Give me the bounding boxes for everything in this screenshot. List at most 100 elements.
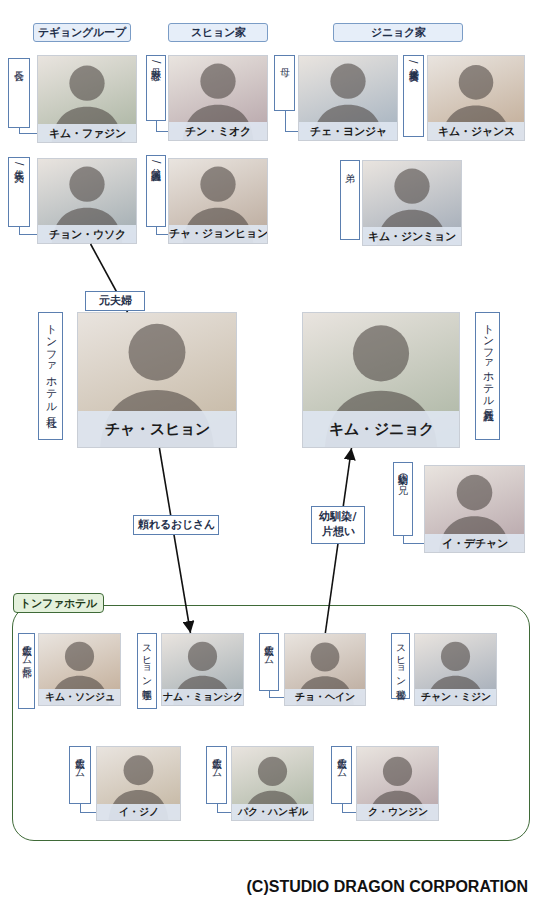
name-strip: チョン・ウソク	[38, 225, 136, 243]
character-card: 代表/元夫チョン・ウソク	[8, 157, 137, 244]
character-card: 広報チームク・ウンジン	[331, 746, 439, 821]
portrait-photo: チャ・スヒョン	[77, 312, 237, 448]
character-name: チン・ミオク	[185, 124, 251, 139]
silhouette-head	[124, 755, 154, 785]
name-strip: チン・ミオク	[169, 122, 267, 140]
character-card: 幼馴染の兄イ・デチャン	[393, 462, 525, 553]
role-leader-line	[80, 804, 96, 813]
header-text: スヒョン家	[191, 25, 246, 40]
role-label: トンファホテル社長	[38, 312, 63, 440]
role-leader-line	[217, 804, 232, 813]
silhouette-head	[69, 66, 104, 101]
portrait-photo: キム・ジンミョン	[362, 160, 462, 246]
portrait-photo: チョ・ヘイン	[284, 633, 366, 706]
name-strip: チェ・ヨンジャ	[299, 122, 397, 140]
group-tab-label: トンファホテル	[13, 593, 104, 613]
character-name: イ・デチャン	[442, 536, 508, 551]
name-strip: キム・ソンジュ	[39, 689, 120, 705]
role-leader-line	[19, 227, 37, 235]
character-card: 父/国会議員チャ・ジョンヒョン	[146, 155, 268, 244]
portrait-photo: チェ・ヨンジャ	[298, 55, 398, 141]
name-strip: ナム・ミョンシク	[162, 689, 243, 705]
character-card: 広報チーム部長キム・ソンジュ	[18, 633, 121, 709]
name-strip: パク・ハンギル	[232, 804, 313, 820]
name-strip: イ・ジノ	[97, 804, 180, 820]
relation-connector	[91, 244, 128, 312]
character-name: チャ・ジョンヒョン	[169, 227, 268, 241]
silhouette-head	[441, 642, 470, 671]
portrait-photo: キム・ジャンス	[427, 55, 525, 141]
portrait-photo: ナム・ミョンシク	[161, 633, 244, 706]
character-card: スヒョン運転手ナム・ミョンシク	[137, 633, 244, 709]
role-label: 母/野心家	[146, 55, 166, 121]
name-strip: チャ・スヒョン	[78, 411, 236, 447]
silhouette-head	[65, 642, 94, 671]
role-label: スヒョン秘書	[391, 633, 410, 699]
name-strip: キム・ジニョク	[303, 411, 459, 447]
portrait-photo: キム・ファジン	[37, 55, 137, 143]
header-text: テギョングループ	[38, 25, 126, 40]
character-card: 母チェ・ヨンジャ	[274, 55, 398, 141]
character-card: 父/果実店経営キム・ジャンス	[403, 55, 525, 141]
role-label: 会長	[8, 58, 30, 128]
silhouette-head	[129, 324, 186, 381]
role-label: 母	[274, 55, 295, 111]
silhouette-head	[258, 757, 287, 786]
role-label: 幼馴染の兄	[393, 462, 413, 536]
name-strip: イ・デチャン	[425, 534, 524, 552]
character-name: キム・ソンジュ	[45, 690, 115, 704]
character-name: キム・ジャンス	[438, 124, 515, 139]
role-label: 広報チーム部長	[18, 633, 35, 709]
name-strip: チョ・ヘイン	[285, 689, 365, 705]
portrait-photo: チャ・ジョンヒョン	[168, 158, 268, 244]
character-card: 広報チームパク・ハンギル	[206, 746, 314, 821]
role-label: 広報チーム	[259, 633, 279, 691]
role-label: 代表/元夫	[8, 157, 30, 227]
silhouette-head	[69, 167, 104, 202]
character-card: スヒョン秘書チャン・ミジン	[391, 633, 497, 706]
name-strip: チャ・ジョンヒョン	[169, 225, 267, 243]
portrait-photo: ク・ウンジン	[356, 746, 439, 821]
relation-connector	[325, 448, 351, 633]
relation-label: 元夫婦	[85, 291, 145, 311]
character-name: チャン・ミジン	[421, 690, 491, 704]
character-name: チョ・ヘイン	[295, 690, 355, 704]
role-label: 父/果実店経営	[403, 55, 424, 137]
role-leader-line	[285, 111, 299, 132]
character-name: キム・ファジン	[49, 126, 126, 141]
silhouette-head	[383, 757, 412, 786]
role-label: スヒョン運転手	[137, 633, 157, 709]
character-name: キム・ジンミョン	[368, 229, 456, 244]
portrait-photo: イ・デチャン	[424, 465, 525, 553]
silhouette-head	[200, 167, 235, 202]
character-name: パク・ハンギル	[238, 805, 308, 819]
role-label: 父/国会議員	[146, 155, 166, 227]
relation-label: 幼馴染/片想い	[311, 506, 365, 544]
character-name: チャ・スヒョン	[105, 420, 210, 439]
copyright-note: (C)STUDIO DRAGON CORPORATION	[247, 878, 528, 896]
group-header-box: テギョングループ	[33, 23, 131, 42]
silhouette-head	[394, 169, 429, 204]
character-name: ク・ウンジン	[368, 805, 428, 819]
character-card: 母/野心家チン・ミオク	[146, 55, 268, 141]
portrait-photo: キム・ソンジュ	[38, 633, 121, 706]
role-label: 広報チーム	[206, 746, 227, 804]
name-strip: キム・ジャンス	[428, 122, 524, 140]
role-label: 広報チーム	[331, 746, 352, 804]
silhouette-head	[200, 64, 235, 99]
hotel-group-frame: トンファホテル広報チーム部長キム・ソンジュスヒョン運転手ナム・ミョンシク広報チー…	[12, 605, 530, 841]
role-label: 広報チーム	[69, 746, 91, 804]
name-strip: キム・ジンミョン	[363, 227, 461, 245]
portrait-photo: パク・ハンギル	[231, 746, 314, 821]
portrait-photo: キム・ジニョク	[302, 312, 460, 448]
role-label: トンファホテル新入社員	[475, 312, 500, 440]
character-name: チョン・ウソク	[49, 227, 126, 242]
character-card: 広報チームチョ・ヘイン	[259, 633, 366, 706]
character-card: トンファホテル社長チャ・スヒョン	[38, 312, 237, 448]
character-card: 会長キム・ファジン	[8, 55, 137, 143]
silhouette-head	[459, 65, 494, 100]
portrait-photo: イ・ジノ	[96, 746, 181, 821]
character-name: チェ・ヨンジャ	[310, 124, 387, 139]
silhouette-head	[330, 64, 365, 99]
